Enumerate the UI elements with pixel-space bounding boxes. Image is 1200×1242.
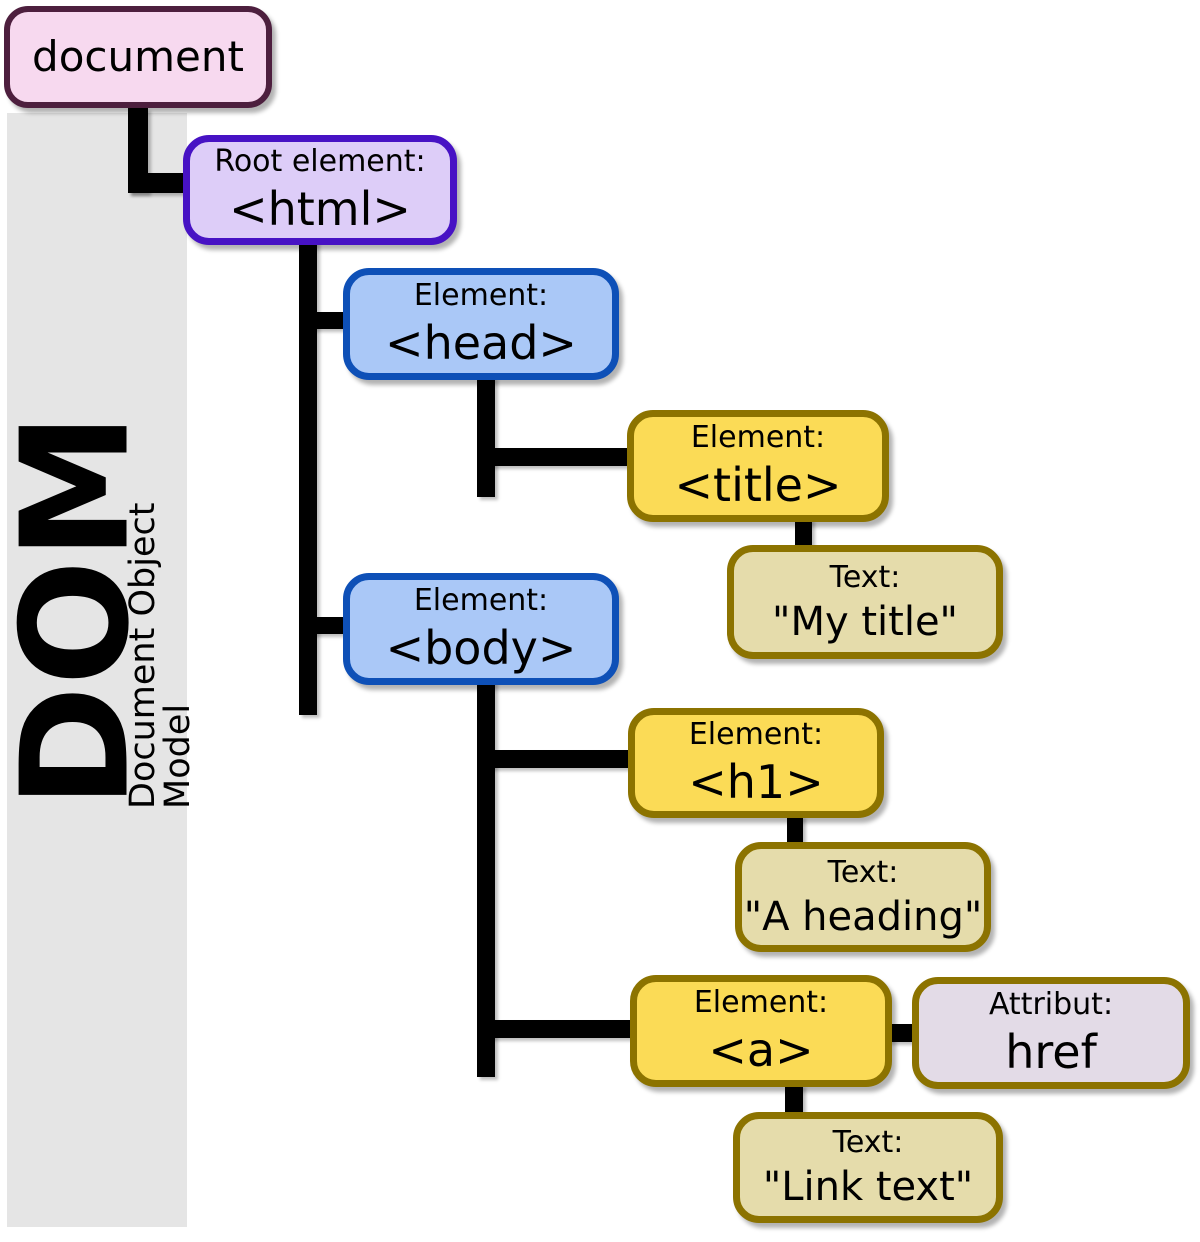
node-text-my-title: Text: "My title": [727, 545, 1003, 659]
connector-body-h1-stub: [477, 750, 631, 768]
sidebar-band: [7, 113, 187, 1227]
node-attribut-href: Attribut: href: [912, 977, 1190, 1089]
node-type-label: Text:: [832, 1125, 904, 1160]
node-text-value: "Link text": [762, 1164, 974, 1210]
connector-a-attribut: [888, 1024, 915, 1042]
connector-html-trunk: [299, 240, 317, 715]
connector-document-html-vertical: [128, 108, 148, 193]
connector-body-a-stub: [477, 1020, 633, 1038]
node-element-title: Element: <title>: [627, 410, 889, 522]
node-tag-label: <html>: [229, 182, 411, 237]
node-tag-label: <a>: [708, 1023, 814, 1078]
node-type-label: Element:: [688, 717, 824, 753]
dom-subtitle: Document Object Model: [123, 502, 198, 809]
node-type-label: Root element:: [214, 144, 426, 180]
node-type-label: Element:: [413, 583, 549, 619]
node-type-label: Element:: [413, 278, 549, 314]
node-tag-label: <title>: [674, 458, 842, 513]
node-type-label: Element:: [693, 985, 829, 1021]
node-element-body: Element: <body>: [343, 573, 619, 685]
node-element-a: Element: <a>: [630, 975, 892, 1087]
connector-a-linktext: [785, 1084, 803, 1115]
connector-body-trunk: [477, 680, 495, 1077]
node-document: document: [4, 6, 272, 108]
node-text-link-text: Text: "Link text": [733, 1112, 1003, 1223]
node-tag-label: <body>: [385, 621, 577, 676]
node-type-label: Element:: [690, 420, 826, 456]
node-text-value: "A heading": [743, 893, 983, 940]
node-tag-label: <head>: [385, 316, 577, 371]
node-type-label: Attribut:: [988, 987, 1114, 1023]
node-document-label: document: [32, 31, 244, 81]
connector-html-body-stub: [299, 617, 346, 634]
node-attr-value: href: [1005, 1025, 1097, 1080]
node-text-a-heading: Text: "A heading": [735, 842, 991, 952]
node-type-label: Text:: [827, 854, 899, 890]
node-element-head: Element: <head>: [343, 268, 619, 380]
connector-html-head-stub: [299, 312, 346, 329]
node-root-element-html: Root element: <html>: [183, 135, 457, 245]
node-element-h1: Element: <h1>: [628, 708, 884, 818]
connector-h1-aheading: [787, 815, 803, 845]
node-tag-label: <h1>: [688, 755, 824, 810]
connector-head-drop: [477, 376, 495, 497]
connector-document-html-horizontal: [128, 173, 188, 193]
node-text-value: "My title": [772, 598, 958, 645]
connector-head-title-stub: [477, 448, 630, 466]
node-type-label: Text:: [829, 559, 901, 595]
connector-title-mytitle: [795, 518, 812, 548]
